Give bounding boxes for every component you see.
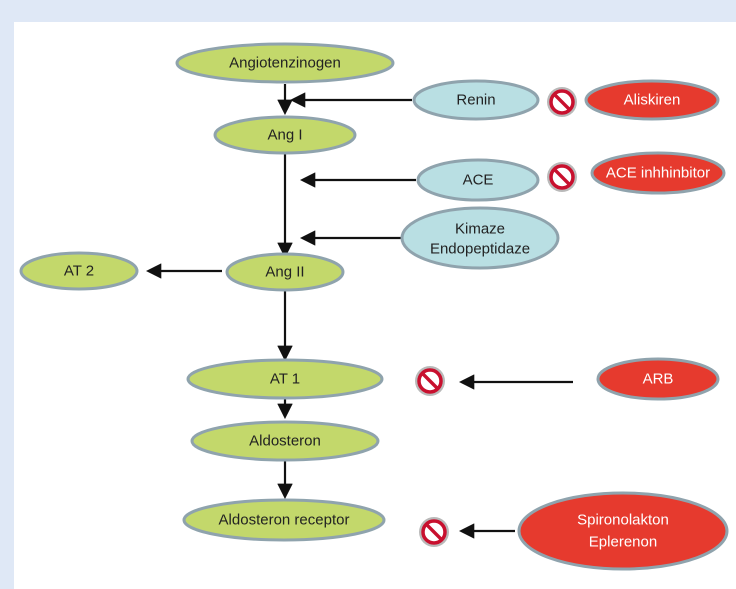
drug-arb-label: ARB [643,371,674,388]
drug-aliskiren: Aliskiren [584,79,720,121]
prohibition-icon [547,162,577,192]
drug-spironolakton-label-1: Spironolakton [577,512,669,529]
node-at2: AT 2 [19,251,139,291]
drug-arb: ARB [596,357,720,401]
node-ang2-label: Ang II [265,264,304,281]
prohibition-icon [415,366,445,396]
drug-spironolakton: Spironolakton Eplerenon [517,491,729,571]
drug-aliskiren-label: Aliskiren [624,92,681,109]
node-ang2: Ang II [225,252,345,292]
drug-spironolakton-label-2: Eplerenon [589,534,657,551]
enzyme-kimaze-label-1: Kimaze [455,221,505,238]
enzyme-renin: Renin [412,79,540,121]
enzyme-ace: ACE [416,158,540,202]
enzyme-kimaze: Kimaze Endopeptidaze [400,206,560,270]
prohibition-icon [419,517,449,547]
prohibition-icon [547,87,577,117]
node-ang1-label: Ang I [267,127,302,144]
node-aldosteron-receptor: Aldosteron receptor [182,498,386,542]
node-angiotensinogen-label: Angiotenzinogen [229,55,341,72]
node-aldosteron-receptor-label: Aldosteron receptor [219,512,350,529]
enzyme-kimaze-label-2: Endopeptidaze [430,241,530,258]
node-angiotensinogen: Angiotenzinogen [175,42,395,84]
drug-ace-inhibitor: ACE inhhinbitor [590,151,726,195]
node-at1-label: AT 1 [270,371,300,388]
enzyme-ace-label: ACE [463,172,494,189]
node-aldosteron-label: Aldosteron [249,433,321,450]
node-at1: AT 1 [186,358,384,400]
node-aldosteron: Aldosteron [190,420,380,462]
node-ang1: Ang I [213,115,357,155]
enzyme-renin-label: Renin [456,92,495,109]
drug-ace-inhibitor-label: ACE inhhinbitor [606,165,710,182]
node-at2-label: AT 2 [64,263,94,280]
